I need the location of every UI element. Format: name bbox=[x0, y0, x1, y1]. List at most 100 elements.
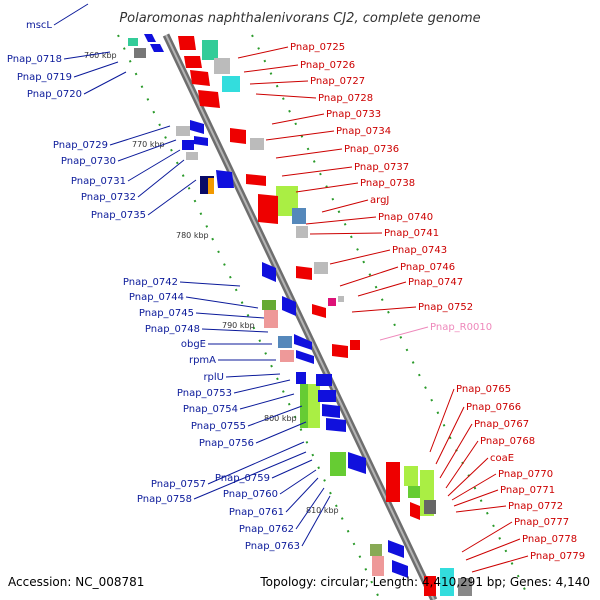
gene-label: Pnap_0760 bbox=[223, 489, 278, 500]
gene-label: Pnap_0765 bbox=[456, 384, 511, 395]
tick-label: 790 kbp bbox=[222, 321, 255, 330]
gene-label: Pnap_0779 bbox=[530, 551, 585, 562]
gene-label: Pnap_0757 bbox=[151, 479, 206, 490]
leader-line bbox=[73, 61, 119, 78]
leader-line bbox=[329, 249, 391, 265]
gene-label: Pnap_0720 bbox=[27, 89, 82, 100]
leader-line bbox=[193, 451, 307, 500]
gene-label: mscL bbox=[26, 20, 52, 31]
leader-line bbox=[207, 441, 305, 485]
gene-label: Pnap_0753 bbox=[177, 388, 232, 399]
gene-label: Pnap_0725 bbox=[290, 42, 345, 53]
leader-line bbox=[465, 538, 521, 561]
gene-label: Pnap_0759 bbox=[215, 473, 270, 484]
gene-label: Pnap_0766 bbox=[466, 402, 521, 413]
gene-label: coaE bbox=[490, 453, 514, 464]
leader-line bbox=[53, 3, 89, 26]
leader-line bbox=[185, 296, 259, 309]
leader-line bbox=[309, 232, 383, 235]
guide-tracks bbox=[117, 34, 531, 600]
leader-line bbox=[301, 495, 331, 547]
leader-line bbox=[195, 312, 265, 319]
gene-label: rplU bbox=[203, 372, 224, 383]
leader-line bbox=[429, 388, 455, 453]
leader-line bbox=[239, 393, 295, 410]
gene-label: argJ bbox=[370, 195, 389, 206]
accession-text: Accession: NC_008781 bbox=[8, 575, 144, 589]
gene-label: Pnap_0726 bbox=[300, 60, 355, 71]
gene-label: rpmA bbox=[189, 355, 216, 366]
leader-line bbox=[453, 489, 499, 507]
leader-line bbox=[247, 405, 303, 427]
leader-line bbox=[321, 199, 369, 213]
leader-line bbox=[455, 505, 507, 513]
leader-line bbox=[471, 555, 529, 573]
leader-line bbox=[271, 459, 313, 479]
gene-label: Pnap_0729 bbox=[53, 140, 108, 151]
gene-label: Pnap_0755 bbox=[191, 421, 246, 432]
leader-line bbox=[295, 487, 325, 530]
leader-line bbox=[109, 125, 171, 146]
leader-line bbox=[461, 521, 513, 553]
gene-label: Pnap_0727 bbox=[310, 76, 365, 87]
gene-label: Pnap_0732 bbox=[81, 192, 136, 203]
leader-line bbox=[201, 328, 269, 333]
features-reverse bbox=[128, 34, 408, 578]
gene-label: Pnap_0754 bbox=[183, 404, 238, 415]
gene-label: Pnap_0761 bbox=[229, 507, 284, 518]
gene-label: Pnap_0752 bbox=[418, 302, 473, 313]
gene-label: Pnap_0738 bbox=[360, 178, 415, 189]
leader-line bbox=[305, 216, 377, 225]
gene-label: Pnap_0746 bbox=[400, 262, 455, 273]
map-title: Polaromonas naphthalenivorans CJ2, compl… bbox=[119, 11, 480, 26]
gene-label: Pnap_0740 bbox=[378, 212, 433, 223]
leader-line bbox=[339, 266, 399, 287]
gene-label: Pnap_0718 bbox=[7, 54, 62, 65]
leader-line bbox=[279, 469, 317, 495]
gene-label: Pnap_0771 bbox=[500, 485, 555, 496]
leader-line bbox=[439, 423, 473, 479]
gene-label: Pnap_0745 bbox=[139, 308, 194, 319]
leader-line bbox=[255, 93, 317, 99]
gene-label: Pnap_0758 bbox=[137, 494, 192, 505]
gene-label: Pnap_0768 bbox=[480, 436, 535, 447]
gene-label: Pnap_0747 bbox=[408, 277, 463, 288]
leader-line bbox=[435, 406, 465, 465]
gene-label: Pnap_0772 bbox=[508, 501, 563, 512]
gene-label: Pnap_0744 bbox=[129, 292, 184, 303]
leader-line bbox=[265, 130, 335, 141]
leader-line bbox=[249, 80, 309, 85]
gene-label: Pnap_0748 bbox=[145, 324, 200, 335]
leader-line bbox=[117, 139, 177, 162]
leader-line bbox=[255, 421, 307, 444]
leader-line bbox=[285, 477, 319, 513]
gene-label: Pnap_0743 bbox=[392, 245, 447, 256]
leader-line bbox=[243, 64, 299, 73]
leader-line bbox=[233, 379, 291, 394]
gene-label: Pnap_0763 bbox=[245, 541, 300, 552]
tick-label: 780 kbp bbox=[176, 231, 209, 240]
leader-line bbox=[295, 182, 359, 193]
gene-label: Pnap_R0010 bbox=[430, 322, 492, 333]
leader-line bbox=[179, 281, 241, 287]
gene-label: Pnap_0735 bbox=[91, 210, 146, 221]
tick-label: 800 kbp bbox=[264, 414, 297, 423]
topology-text: Topology: circular; Length: 4,410,291 bp… bbox=[259, 575, 590, 589]
features-forward bbox=[178, 36, 472, 596]
gene-label: Pnap_0767 bbox=[474, 419, 529, 430]
leader-line bbox=[357, 281, 407, 297]
leader-line bbox=[275, 148, 343, 159]
gene-label: Pnap_0762 bbox=[239, 524, 294, 535]
leader-line bbox=[237, 46, 289, 59]
backbone bbox=[162, 33, 438, 600]
leader-line bbox=[445, 440, 479, 489]
tick-label: 760 kbp bbox=[84, 51, 117, 60]
leader-line bbox=[225, 373, 281, 378]
gene-label: Pnap_0756 bbox=[199, 438, 254, 449]
gene-label: Pnap_0733 bbox=[326, 109, 381, 120]
gene-label: Pnap_0770 bbox=[498, 469, 553, 480]
leader-line bbox=[271, 113, 325, 125]
gene-label: Pnap_0737 bbox=[354, 162, 409, 173]
leader-line bbox=[127, 149, 181, 182]
